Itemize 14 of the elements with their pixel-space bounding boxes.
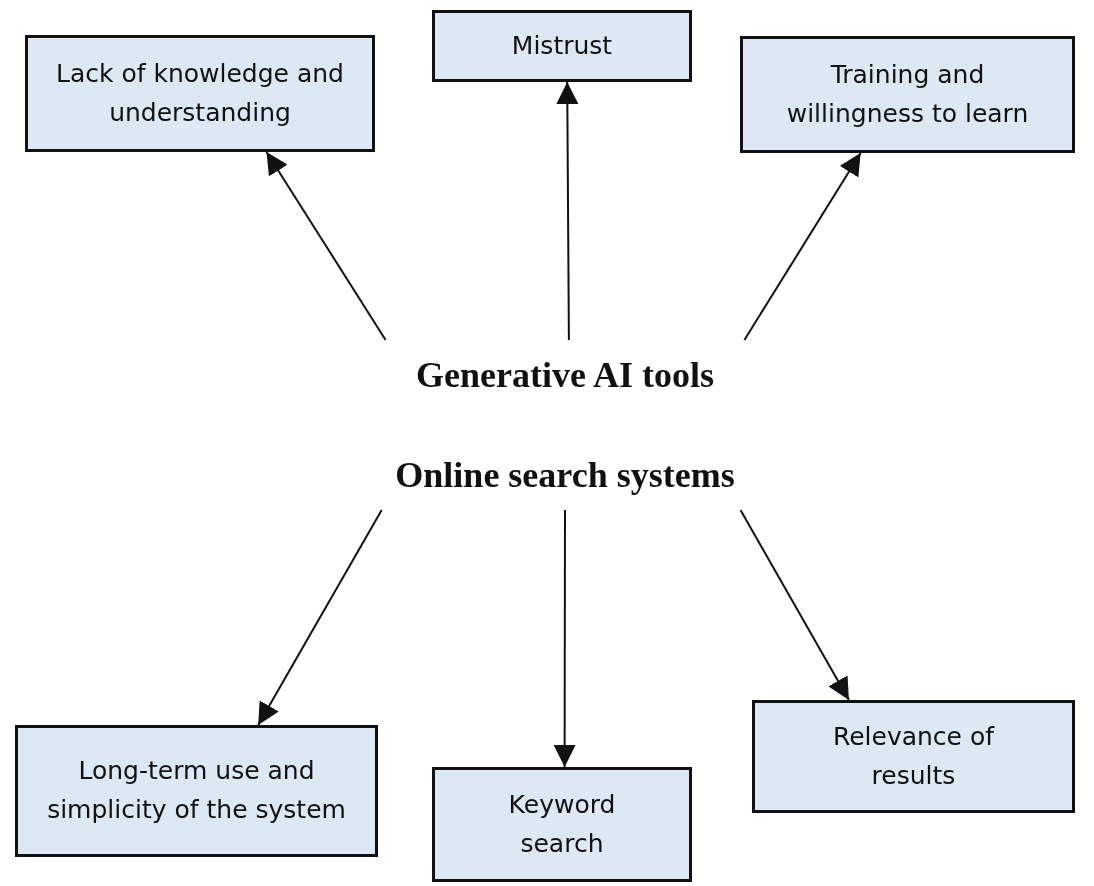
text-box: Lack of knowledge and understanding — [25, 35, 375, 152]
text-box: Training and willingness to learn — [740, 36, 1075, 153]
arrow — [743, 152, 862, 341]
center-label: Generative AI tools — [416, 354, 714, 396]
text-box: Mistrust — [432, 10, 692, 82]
text-box: Relevance of results — [752, 700, 1075, 813]
center-label: Online search systems — [395, 454, 735, 496]
arrow — [257, 509, 383, 726]
arrow — [556, 81, 579, 341]
arrow — [553, 509, 576, 768]
text-box: Long-term use and simplicity of the system — [15, 725, 378, 857]
text-box: Keyword search — [432, 767, 692, 882]
arrow — [265, 151, 387, 341]
arrow — [739, 509, 850, 701]
